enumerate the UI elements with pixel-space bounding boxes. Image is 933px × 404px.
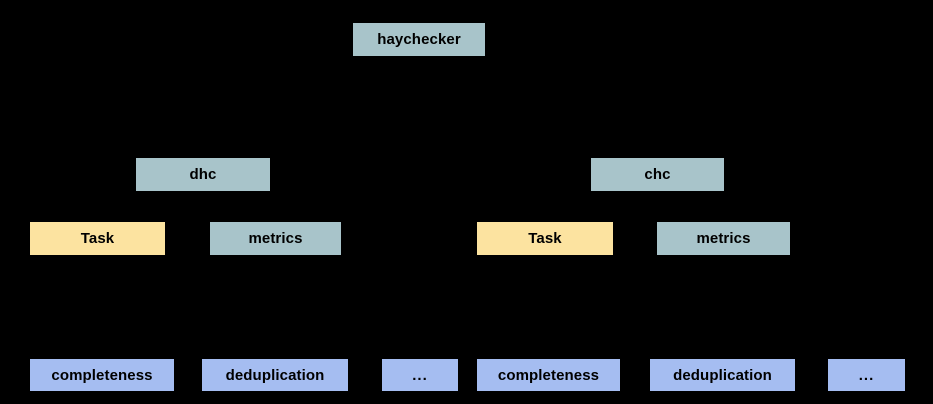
node-chc-metric-more-label: ...: [858, 366, 875, 384]
node-chc-metric-deduplication-label: deduplication: [673, 366, 772, 384]
node-haychecker[interactable]: haychecker: [353, 23, 485, 56]
node-chc-metric-completeness-label: completeness: [497, 366, 600, 384]
node-chc-metric-completeness[interactable]: completeness: [477, 359, 620, 391]
node-dhc-metric-more[interactable]: ...: [382, 359, 458, 391]
node-dhc-metric-more-label: ...: [412, 366, 428, 384]
node-dhc-task-label: Task: [80, 230, 115, 247]
node-chc-label: chc: [644, 166, 671, 183]
node-dhc-metric-deduplication-label: deduplication: [225, 366, 325, 384]
node-chc-metric-deduplication[interactable]: deduplication: [650, 359, 795, 391]
node-chc-task-label: Task: [528, 230, 562, 247]
node-dhc-metric-deduplication[interactable]: deduplication: [202, 359, 348, 391]
node-chc-metrics[interactable]: metrics: [657, 222, 790, 255]
node-chc-metric-more[interactable]: ...: [828, 359, 905, 391]
node-dhc-metrics[interactable]: metrics: [210, 222, 341, 255]
node-chc-metrics-label: metrics: [696, 230, 751, 247]
node-dhc-metric-completeness-label: completeness: [51, 366, 153, 384]
node-chc[interactable]: chc: [591, 158, 724, 191]
node-dhc-metric-completeness[interactable]: completeness: [30, 359, 174, 391]
node-dhc-metrics-label: metrics: [248, 230, 303, 247]
node-dhc-label: dhc: [189, 166, 217, 183]
node-chc-task[interactable]: Task: [477, 222, 613, 255]
node-dhc-task[interactable]: Task: [30, 222, 165, 255]
node-haychecker-label: haychecker: [377, 31, 461, 48]
node-dhc[interactable]: dhc: [136, 158, 270, 191]
